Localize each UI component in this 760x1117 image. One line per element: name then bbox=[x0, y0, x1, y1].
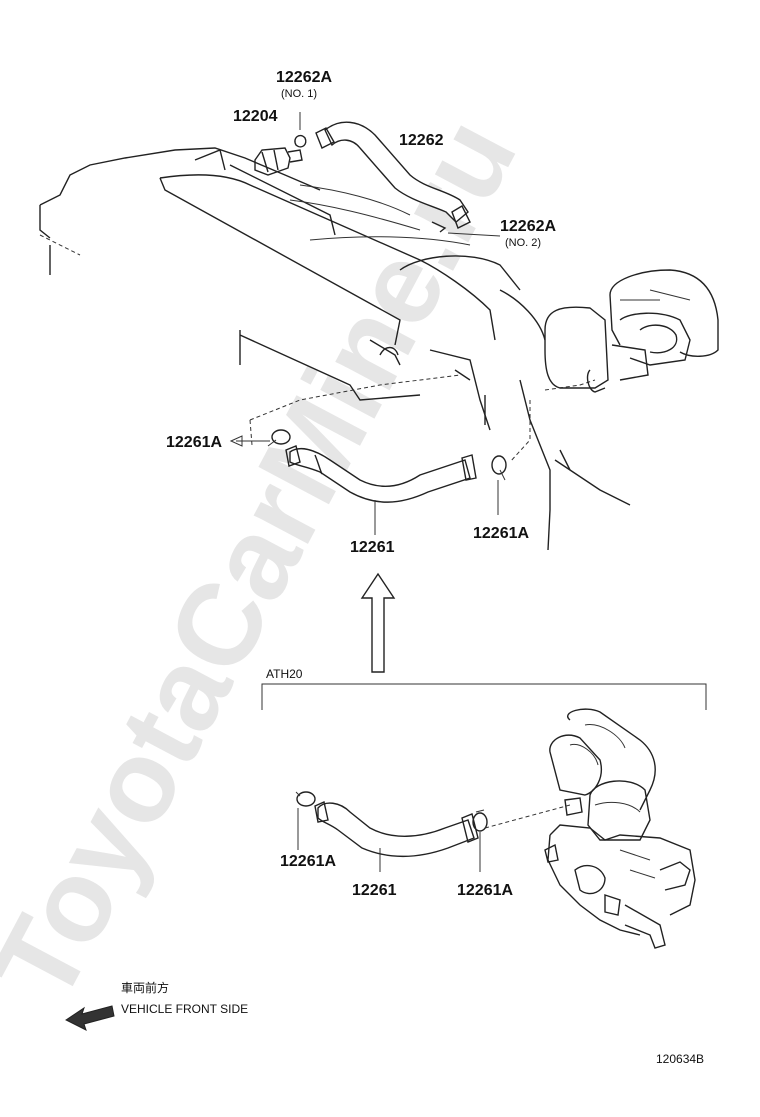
direction-label-en: VEHICLE FRONT SIDE bbox=[121, 1002, 248, 1016]
label-12261a-left: 12261A bbox=[166, 434, 222, 451]
throttle-body-assembly bbox=[544, 708, 696, 949]
label-12262a-no1-sub: (NO. 1) bbox=[281, 88, 317, 100]
label-12261-top: 12261 bbox=[350, 539, 395, 556]
hose-12261-variant bbox=[314, 801, 479, 857]
clamp-12262a-no1 bbox=[294, 112, 307, 148]
label-12262: 12262 bbox=[399, 132, 444, 149]
label-variant-ath20: ATH20 bbox=[266, 667, 303, 681]
engine-outline bbox=[39, 147, 631, 551]
reference-arrow bbox=[360, 572, 396, 673]
variant-bracket bbox=[261, 683, 707, 710]
label-12261a-right: 12261A bbox=[473, 525, 529, 542]
label-12204: 12204 bbox=[233, 108, 278, 125]
clamp-12261a-bottom-left bbox=[295, 791, 316, 850]
pcv-valve-12204 bbox=[254, 147, 303, 176]
clamp-12262a-no2 bbox=[431, 221, 501, 237]
direction-label-jp: 車両前方 bbox=[121, 980, 169, 995]
label-12262a-no2-sub: (NO. 2) bbox=[505, 237, 541, 249]
hose-12261-main bbox=[285, 445, 477, 503]
label-12262a-no1: 12262A bbox=[276, 69, 332, 86]
vehicle-front-arrow-icon bbox=[65, 1005, 115, 1031]
label-12262a-no2: 12262A bbox=[500, 218, 556, 235]
label-12261-bottom: 12261 bbox=[352, 882, 397, 899]
diagram-id: 120634B bbox=[656, 1052, 704, 1066]
hose-connection-dashed bbox=[484, 804, 571, 829]
hose-12262 bbox=[315, 121, 471, 229]
clamp-12261a-right bbox=[491, 455, 507, 515]
label-12261a-bottom-left: 12261A bbox=[280, 853, 336, 870]
label-12261a-bottom-right: 12261A bbox=[457, 882, 513, 899]
clamp-12261a-left bbox=[229, 429, 291, 447]
clamp-12261a-bottom-right bbox=[472, 809, 488, 872]
air-intake-assembly bbox=[544, 269, 719, 393]
